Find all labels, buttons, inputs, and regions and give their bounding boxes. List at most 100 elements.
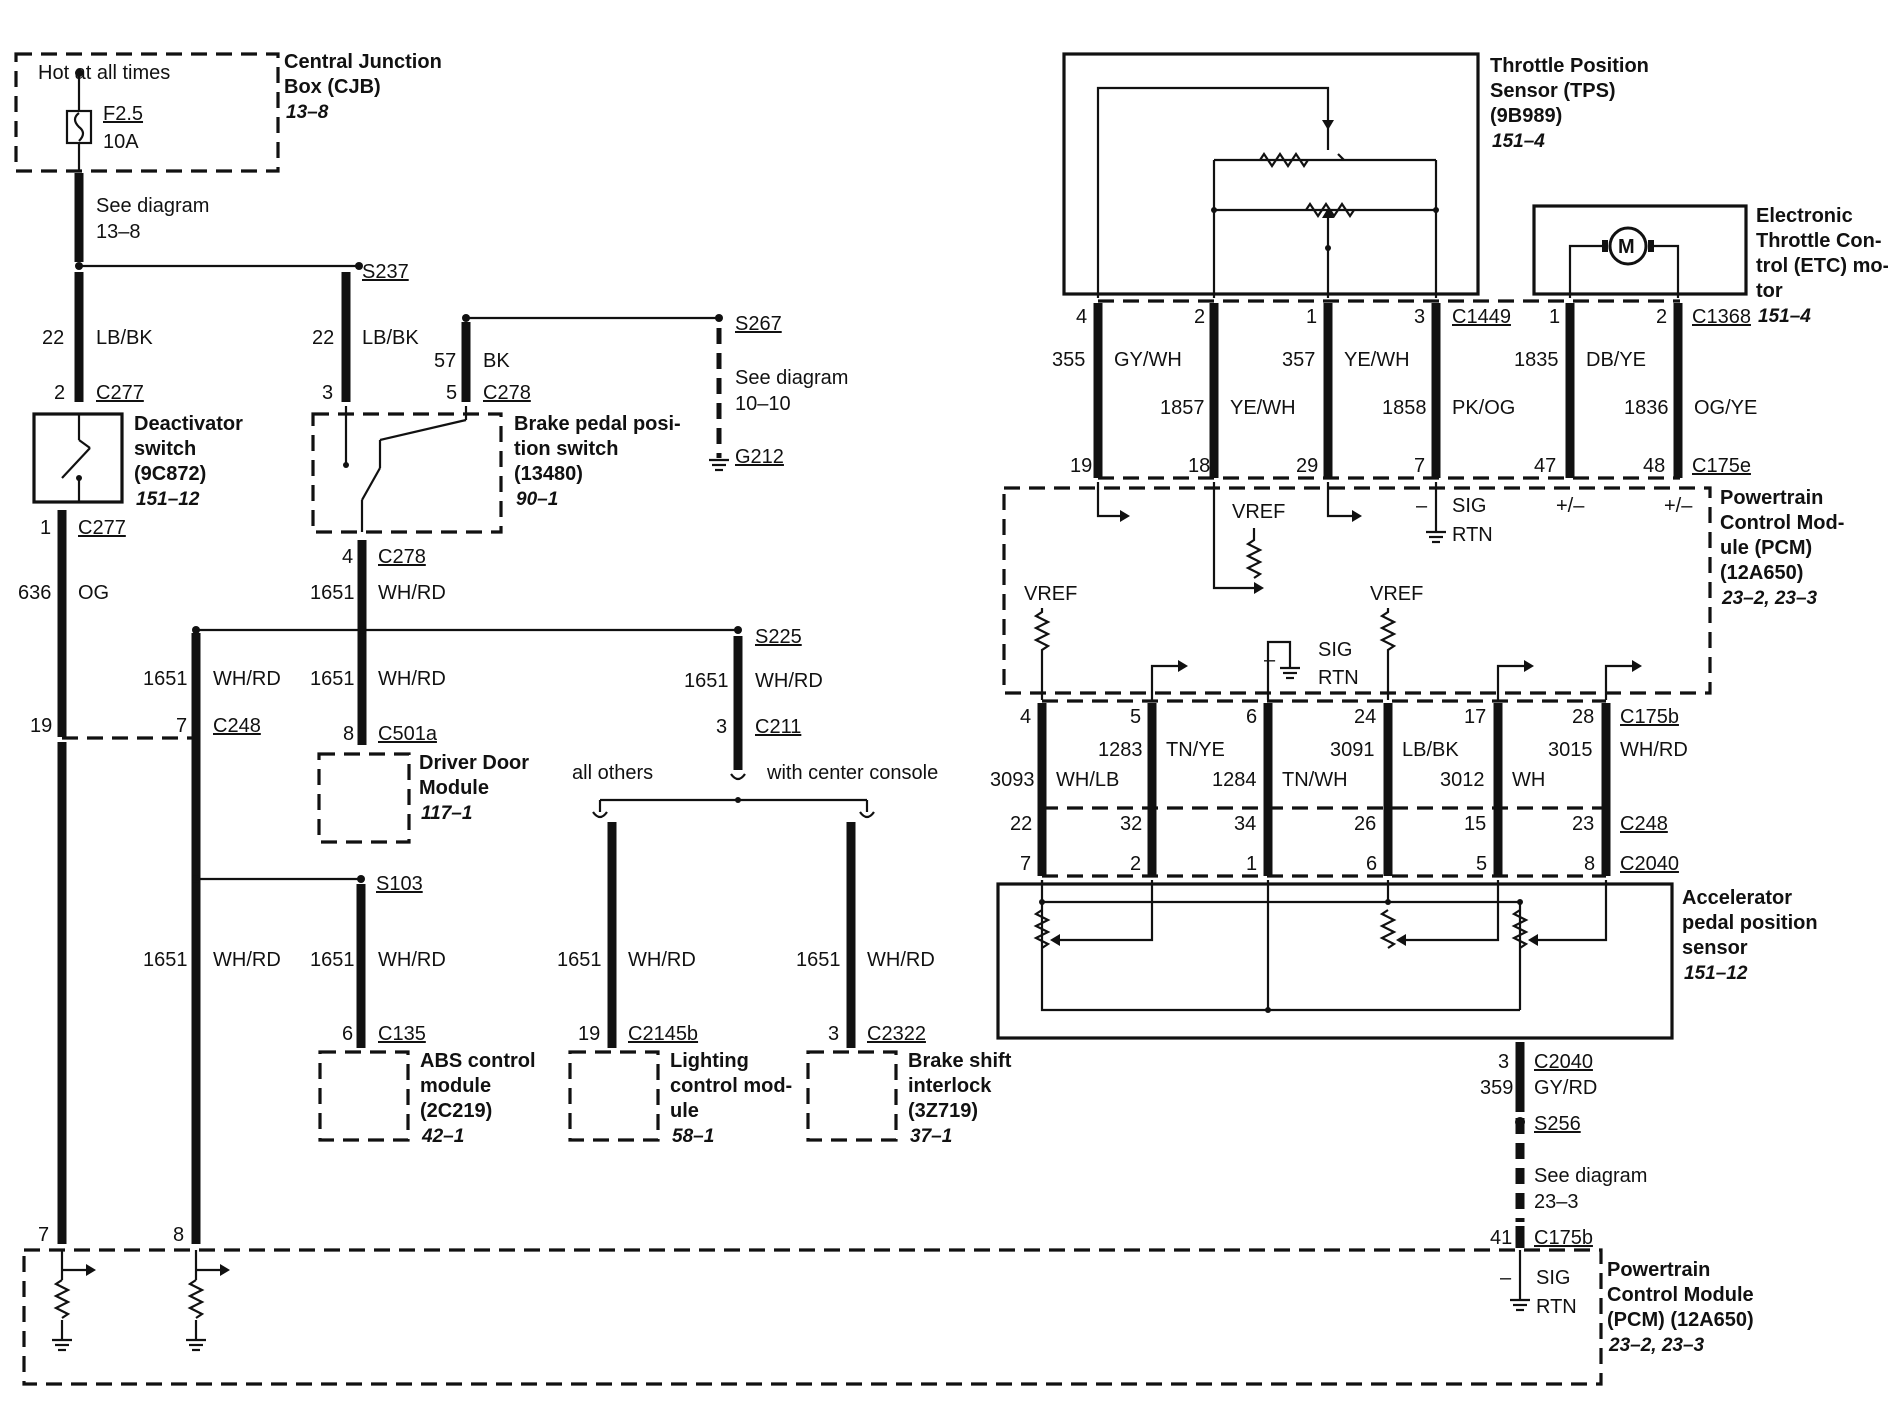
brake-shift-branch: 1651 WH/RD 3 C2322 bbox=[796, 811, 935, 1048]
wire-circuit: 359 bbox=[1480, 1077, 1513, 1099]
wire-circuit: 1651 bbox=[796, 949, 841, 971]
deactivator-switch: Deactivator switch (9C872) 151–12 bbox=[32, 412, 243, 510]
component-label: Deactivator bbox=[134, 413, 243, 435]
pin-number: 7 bbox=[1020, 853, 1031, 875]
cjb-feed-wire: See diagram 13–8 S237 bbox=[74, 143, 409, 283]
pin-number: 19 bbox=[30, 715, 52, 737]
s267-ground-branch: S267 See diagram 10–10 G212 bbox=[709, 313, 848, 472]
wire-circuit: 3015 bbox=[1548, 739, 1593, 761]
pin-number: 4 bbox=[1076, 306, 1087, 328]
wire-color: LB/BK bbox=[362, 327, 419, 349]
pin-number: 47 bbox=[1534, 455, 1556, 477]
wire-circuit: 1284 bbox=[1212, 769, 1257, 791]
pcm-sig: SIG bbox=[1452, 495, 1486, 517]
connector-c1449: C1449 bbox=[1452, 306, 1511, 328]
see-diagram-label: See diagram bbox=[735, 367, 848, 389]
wire-636: 1 C277 636 OG 19 bbox=[18, 510, 126, 737]
pin-number: 23 bbox=[1572, 813, 1594, 835]
cjb-hot-label: Hot at all times bbox=[38, 62, 170, 84]
component-ref: 42–1 bbox=[421, 1126, 464, 1147]
wire-circuit: 1651 bbox=[143, 668, 188, 690]
accelerator-pedal-position-sensor: Accelerator pedal position sensor 151–12 bbox=[996, 880, 1818, 1040]
pcm-rtn: RTN bbox=[1318, 667, 1359, 689]
wire-color: OG bbox=[78, 582, 109, 604]
connector-c175b: C175b bbox=[1534, 1227, 1593, 1249]
pcm-minus: – bbox=[1416, 495, 1428, 517]
pin-number: 26 bbox=[1354, 813, 1376, 835]
lighting-branch: 1651 WH/RD 19 C2145b bbox=[557, 811, 698, 1048]
pin-number: 4 bbox=[342, 546, 353, 568]
pin-number: 24 bbox=[1354, 706, 1376, 728]
connector-c1449-c1368 bbox=[1098, 299, 1680, 480]
wire-circuit: 636 bbox=[18, 582, 51, 604]
wire-color: WH/RD bbox=[867, 949, 935, 971]
pin-number: 6 bbox=[1246, 706, 1257, 728]
component-label: Driver Door bbox=[419, 752, 529, 774]
pin-number: 18 bbox=[1188, 455, 1210, 477]
wire-22-brake: 22 LB/BK 3 bbox=[312, 272, 419, 404]
wire-57: 57 BK 5 C278 bbox=[434, 314, 723, 404]
pin-number: 7 bbox=[38, 1224, 49, 1246]
wire-circuit: 1835 bbox=[1514, 349, 1559, 371]
wire-circuit: 3093 bbox=[990, 769, 1035, 791]
component-label: ule bbox=[670, 1100, 699, 1122]
pcm-sig: SIG bbox=[1536, 1267, 1570, 1289]
wire-color: GY/RD bbox=[1534, 1077, 1597, 1099]
cjb-name-line1: Central Junction bbox=[284, 51, 442, 73]
pin-number: 6 bbox=[1366, 853, 1377, 875]
component-ref: 90–1 bbox=[516, 489, 558, 510]
component-ref: 151–12 bbox=[1684, 963, 1748, 984]
pin-number: 32 bbox=[1120, 813, 1142, 835]
pcm-rtn: RTN bbox=[1452, 524, 1493, 546]
wire-circuit: 1858 bbox=[1382, 397, 1427, 419]
component-label: trol (ETC) mo- bbox=[1756, 255, 1888, 277]
pin-number: 15 bbox=[1464, 813, 1486, 835]
wire-color: TN/YE bbox=[1166, 739, 1225, 761]
wire-color: YE/WH bbox=[1230, 397, 1296, 419]
component-label: (9B989) bbox=[1490, 105, 1562, 127]
component-ref: 23–2, 23–3 bbox=[1721, 588, 1818, 609]
wire-circuit: 355 bbox=[1052, 349, 1085, 371]
cjb-name-line2: Box (CJB) bbox=[284, 76, 381, 98]
component-label: (PCM) (12A650) bbox=[1607, 1309, 1754, 1331]
pin-number: 1 bbox=[1246, 853, 1257, 875]
pin-number: 19 bbox=[578, 1023, 600, 1045]
fuse-id: F2.5 bbox=[103, 103, 143, 125]
central-junction-box: Hot at all times F2.5 10A Central Juncti… bbox=[14, 51, 442, 173]
throttle-position-sensor: Throttle Position Sensor (TPS) (9B989) 1… bbox=[1062, 52, 1649, 298]
wire-circuit: 3091 bbox=[1330, 739, 1375, 761]
pin-number: 22 bbox=[1010, 813, 1032, 835]
connector-c501a: C501a bbox=[378, 723, 438, 745]
component-label: Electronic bbox=[1756, 205, 1853, 227]
wire-circuit: 1651 bbox=[310, 582, 355, 604]
connector-c2145b: C2145b bbox=[628, 1023, 698, 1045]
see-diagram-label: See diagram bbox=[1534, 1165, 1647, 1187]
pcm-minus: – bbox=[1264, 649, 1276, 671]
left-long-wires: 1651 WH/RD 1651 WH/RD 7 8 bbox=[38, 626, 742, 1246]
wire-color: WH bbox=[1512, 769, 1545, 791]
component-label: ABS control bbox=[420, 1050, 536, 1072]
s103-abs-branch: S103 1651 WH/RD 6 C135 bbox=[310, 873, 446, 1048]
component-ref: 58–1 bbox=[672, 1126, 714, 1147]
see-diagram-ref: 10–10 bbox=[735, 393, 791, 415]
component-label: tion switch bbox=[514, 438, 618, 460]
wire-color: WH/RD bbox=[213, 949, 281, 971]
pin-number: 3 bbox=[1498, 1051, 1509, 1073]
pcm-vref: VREF bbox=[1232, 501, 1285, 523]
component-ref: 37–1 bbox=[910, 1126, 952, 1147]
wire-circuit: 357 bbox=[1282, 349, 1315, 371]
wire-color: DB/YE bbox=[1586, 349, 1646, 371]
pin-number: 29 bbox=[1296, 455, 1318, 477]
component-label: Accelerator bbox=[1682, 887, 1792, 909]
pin-number: 5 bbox=[446, 382, 457, 404]
brake-shift-interlock: Brake shift interlock (3Z719) 37–1 bbox=[806, 1050, 1012, 1147]
pcm-vref: VREF bbox=[1370, 583, 1423, 605]
wire-circuit: 1651 bbox=[684, 670, 729, 692]
component-ref: 151–4 bbox=[1492, 131, 1545, 152]
splice-s267: S267 bbox=[735, 313, 782, 335]
tps-etc-wires: 4 2 1 3 C1449 1 2 C1368 355 GY/WH 357 YE… bbox=[1052, 303, 1757, 478]
pin-number: 34 bbox=[1234, 813, 1256, 835]
wire-color: LB/BK bbox=[1402, 739, 1459, 761]
pin-number: 7 bbox=[1414, 455, 1425, 477]
pin-number: 8 bbox=[173, 1224, 184, 1246]
